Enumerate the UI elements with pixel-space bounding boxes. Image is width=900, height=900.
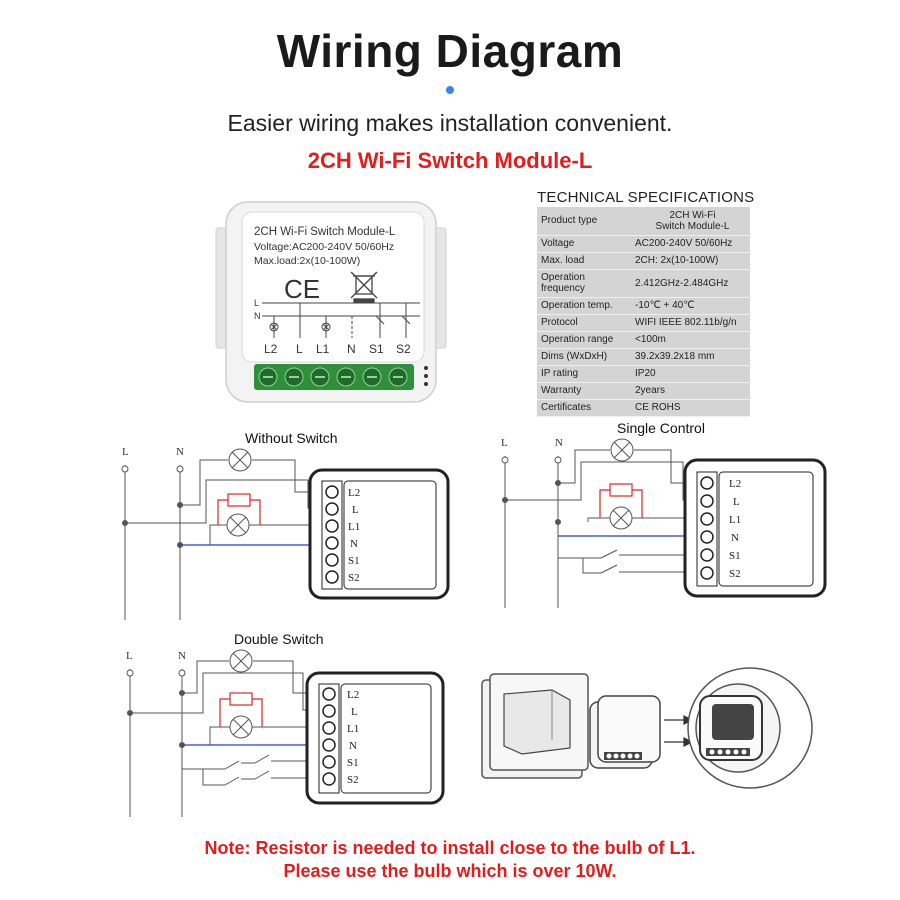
svg-text:N: N xyxy=(555,437,563,449)
wall-box-icon xyxy=(687,667,813,789)
spec-key: Operation range xyxy=(537,331,633,349)
spec-value: 2CH: 2x(10-100W) xyxy=(633,252,750,270)
module-image: 2CH Wi-Fi Switch Module-L Voltage:AC200-… xyxy=(215,201,447,403)
mod-term-L: L xyxy=(296,342,303,356)
note-line-1: Note: Resistor is needed to install clos… xyxy=(204,838,696,858)
module-label-line3: Max.load:2x(10-100W) xyxy=(254,255,360,267)
weee-bin-icon xyxy=(350,271,378,303)
note-line-2: Please use the bulb which is over 10W. xyxy=(283,861,617,881)
spec-title: TECHNICAL SPECIFICATIONS xyxy=(537,189,755,206)
module-label-line1: 2CH Wi-Fi Switch Module-L xyxy=(254,226,396,238)
spec-key: Operation frequency xyxy=(537,269,633,298)
module-icon xyxy=(589,695,661,769)
mod-term-N: N xyxy=(347,342,356,356)
spec-value: WIFI IEEE 802.11b/g/n xyxy=(633,314,750,332)
page-title: Wiring Diagram xyxy=(276,25,624,77)
diagram-double-switch: Double Switch L N L xyxy=(126,631,445,817)
svg-text:N: N xyxy=(350,538,358,550)
arrow-icon xyxy=(664,715,694,747)
schem-n: N xyxy=(254,311,261,321)
mod-term-S2: S2 xyxy=(396,342,411,356)
schem-l: L xyxy=(254,298,259,308)
spec-row: Dims (WxDxH)39.2x39.2x18 mm xyxy=(537,348,750,366)
diagram-title: Without Switch xyxy=(245,430,338,446)
svg-text:L2: L2 xyxy=(729,478,741,490)
title-dot xyxy=(446,86,454,94)
spec-row: Operation temp.-10℃ + 40℃ xyxy=(537,297,750,315)
diagram-title: Single Control xyxy=(617,420,705,436)
spec-key: Warranty xyxy=(537,382,633,400)
module-label-line2: Voltage:AC200-240V 50/60Hz xyxy=(254,241,394,253)
svg-text:S1: S1 xyxy=(729,550,741,562)
spec-key: Product type xyxy=(537,207,633,236)
spec-row: Operation range<100m xyxy=(537,331,750,349)
svg-text:S2: S2 xyxy=(348,572,360,584)
svg-text:S2: S2 xyxy=(347,774,359,786)
spec-key: Dims (WxDxH) xyxy=(537,348,633,366)
svg-text:N: N xyxy=(731,532,739,544)
spec-key: Certificates xyxy=(537,399,633,417)
spec-value: 2years xyxy=(633,382,750,400)
svg-text:L1: L1 xyxy=(729,514,741,526)
svg-text:S2: S2 xyxy=(729,568,741,580)
svg-text:L: L xyxy=(126,650,133,662)
svg-text:N: N xyxy=(176,446,184,458)
svg-text:N: N xyxy=(178,650,186,662)
ce-mark: CE xyxy=(284,274,320,304)
spec-value: -10℃ + 40℃ xyxy=(633,297,750,315)
svg-text:L: L xyxy=(122,446,129,458)
diagram-title: Double Switch xyxy=(234,631,324,647)
mod-term-L2: L2 xyxy=(264,342,278,356)
mod-term-L1: L1 xyxy=(316,342,330,356)
svg-text:N: N xyxy=(349,740,357,752)
svg-text:L: L xyxy=(352,504,359,516)
spec-value: IP20 xyxy=(633,365,750,383)
spec-key: IP rating xyxy=(537,365,633,383)
spec-value: 39.2x39.2x18 mm xyxy=(633,348,750,366)
spec-value: <100m xyxy=(633,331,750,349)
svg-text:L: L xyxy=(733,496,740,508)
svg-text:L: L xyxy=(501,437,508,449)
svg-text:L2: L2 xyxy=(348,487,360,499)
spec-key: Operation temp. xyxy=(537,297,633,315)
svg-text:S1: S1 xyxy=(347,757,359,769)
svg-text:L1: L1 xyxy=(347,723,359,735)
spec-value: AC200-240V 50/60Hz xyxy=(633,235,750,253)
product-name: 2CH Wi-Fi Switch Module-L xyxy=(307,148,593,173)
svg-text:L: L xyxy=(351,706,358,718)
spec-key: Max. load xyxy=(537,252,633,270)
spec-value: 2CH Wi-Fi Switch Module-L xyxy=(633,207,750,236)
svg-text:S1: S1 xyxy=(348,555,360,567)
svg-text:L1: L1 xyxy=(348,521,360,533)
spec-key: Protocol xyxy=(537,314,633,332)
installation-illustration xyxy=(481,667,813,789)
wall-switch-icon xyxy=(481,673,589,779)
spec-key: Voltage xyxy=(537,235,633,253)
mod-term-S1: S1 xyxy=(369,342,384,356)
subtitle: Easier wiring makes installation conveni… xyxy=(227,110,673,136)
spec-value: CE ROHS xyxy=(633,399,750,417)
svg-text:L2: L2 xyxy=(347,689,359,701)
spec-value: 2.412GHz-2.484GHz xyxy=(633,269,750,298)
